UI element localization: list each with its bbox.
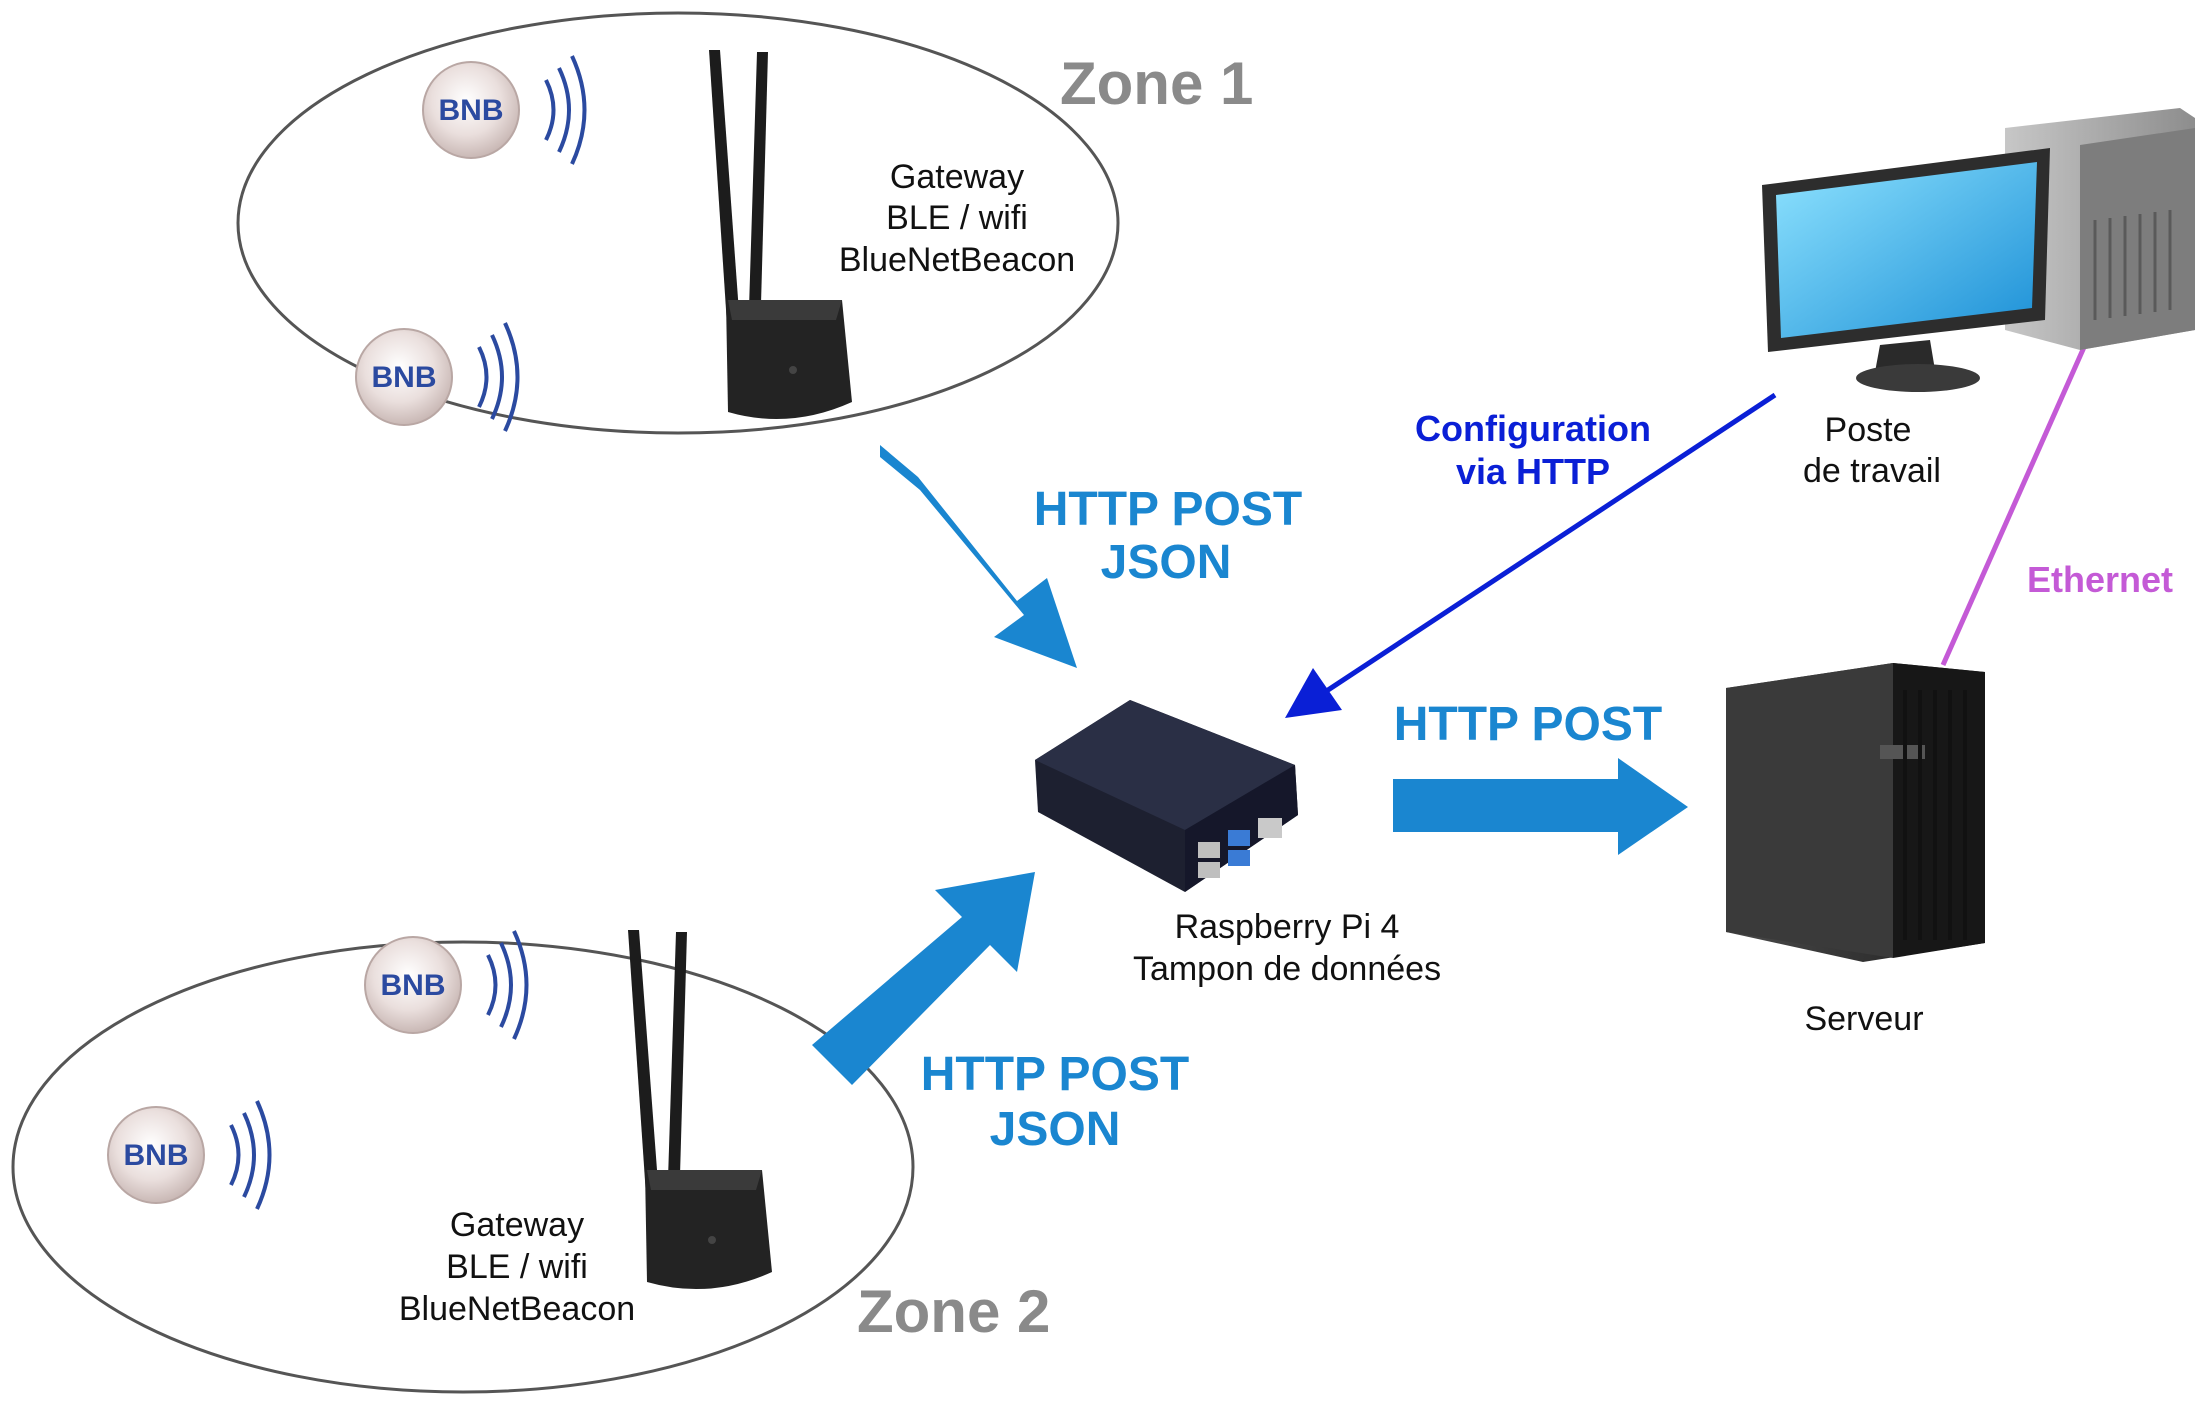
signal-waves-icon	[477, 322, 520, 432]
config-link-label-line1: Configuration	[1415, 408, 1651, 449]
gateway-label-line2: BLE / wifi	[446, 1248, 588, 1286]
pi-server-link-label: HTTP POST	[1394, 698, 1662, 751]
zone1-link-label-line1: HTTP POST	[1034, 483, 1302, 536]
gateway-label-line2: BLE / wifi	[886, 199, 1028, 237]
raspberry-pi-icon	[1035, 700, 1298, 892]
signal-waves-icon	[486, 930, 529, 1040]
ethernet-label: Ethernet	[2027, 559, 2173, 600]
beacon-logo-text: BNB	[124, 1139, 189, 1172]
ble-beacon: BNB	[355, 322, 520, 432]
zone-1-title: Zone 1	[1060, 50, 1253, 117]
zone1-link-label-line2: JSON	[1101, 536, 1232, 589]
beacon-logo-text: BNB	[439, 94, 504, 127]
gateway-label-line3: BlueNetBeacon	[399, 1290, 635, 1328]
zone2-to-pi-arrow	[812, 872, 1035, 1085]
gateway-antenna-icon	[628, 930, 772, 1290]
raspberry-label-line2: Tampon de données	[1133, 950, 1441, 988]
pi-to-server-arrow	[1393, 758, 1688, 855]
ble-beacon: BNB	[364, 930, 529, 1040]
workstation-icon	[1762, 108, 2195, 392]
workstation-label-line2: de travail	[1803, 452, 1941, 490]
zone-2-title: Zone 2	[857, 1278, 1050, 1345]
beacon-logo-text: BNB	[372, 361, 437, 394]
gateway-label-line3: BlueNetBeacon	[839, 241, 1075, 279]
zone-2: Zone 2 BNB BNB Gatewa	[11, 930, 1050, 1394]
gateway-label-line1: Gateway	[890, 158, 1024, 196]
zone-1-boundary	[236, 11, 1120, 435]
zone-1: Zone 1 BNB BNB	[236, 11, 1253, 435]
workstation-label-line1: Poste	[1825, 411, 1912, 449]
ethernet-cable	[1940, 343, 2088, 667]
gateway-label-line1: Gateway	[450, 1206, 584, 1244]
configuration-arrow	[1285, 392, 1777, 718]
signal-waves-icon	[544, 55, 587, 165]
ble-beacon: BNB	[107, 1100, 272, 1210]
config-link-label-line2: via HTTP	[1456, 451, 1610, 492]
ble-beacon: BNB	[422, 55, 587, 165]
server-label: Serveur	[1804, 1000, 1923, 1038]
raspberry-label-line1: Raspberry Pi 4	[1175, 908, 1400, 946]
server-icon	[1726, 663, 1985, 962]
zone1-to-pi-arrow	[880, 445, 1077, 668]
beacon-logo-text: BNB	[381, 969, 446, 1002]
zone2-link-label-line2: JSON	[990, 1103, 1121, 1156]
gateway-antenna-icon	[709, 50, 852, 420]
zone-2-boundary	[11, 940, 915, 1394]
signal-waves-icon	[229, 1100, 272, 1210]
zone2-link-label-line1: HTTP POST	[921, 1048, 1189, 1101]
